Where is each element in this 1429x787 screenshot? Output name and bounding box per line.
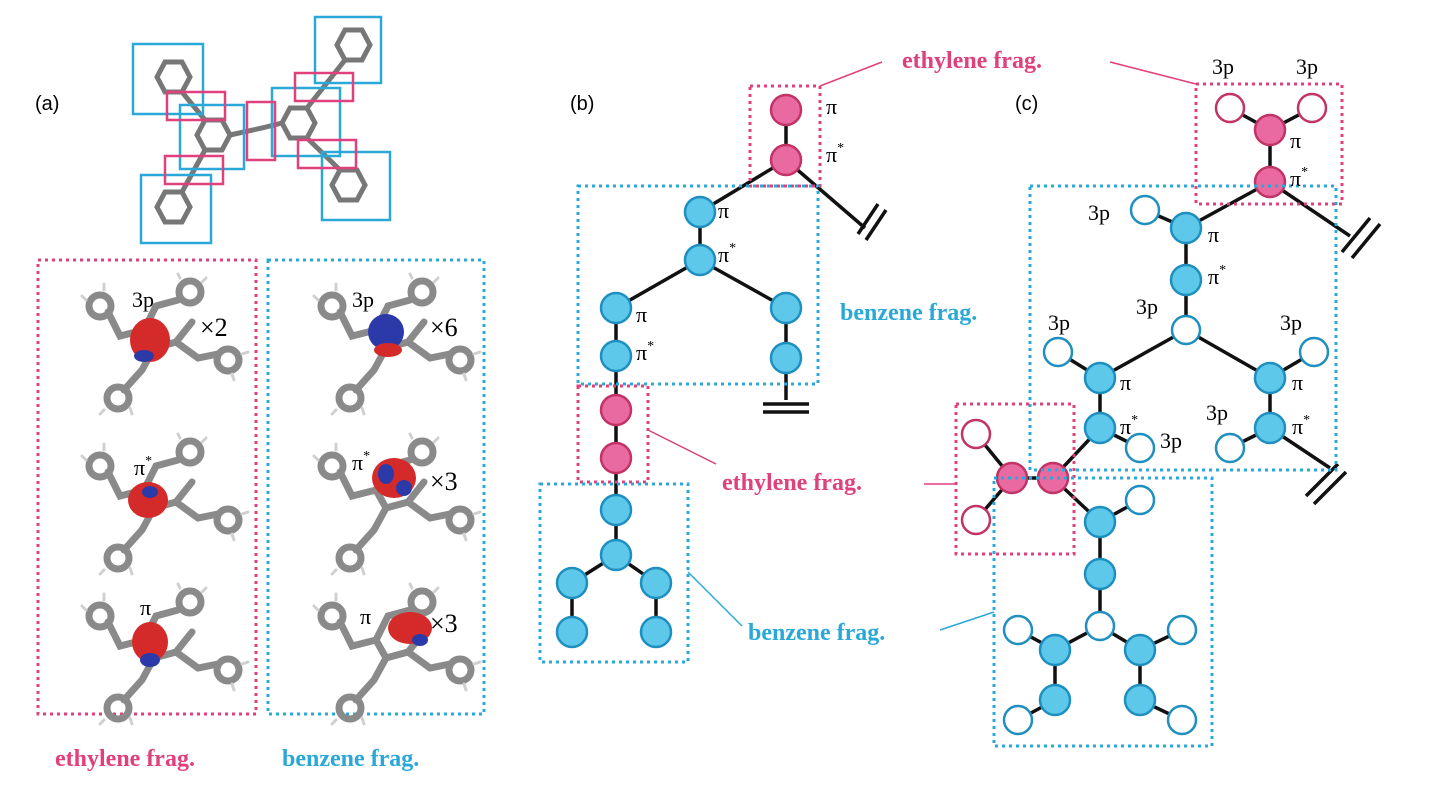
eth-3p-label: 3p	[132, 287, 154, 312]
c-pistar-2: π*	[1208, 263, 1226, 289]
benzene-pi-lobe	[388, 612, 432, 646]
panel-label-a: (a)	[35, 93, 59, 115]
c-pistar-4: π*	[1292, 413, 1310, 439]
ethylene-pi-molecule	[82, 584, 248, 724]
benzene-3p-sites-c	[1002, 194, 1330, 736]
b-pistar-2: π*	[718, 241, 736, 267]
ethylene-sites-c	[995, 113, 1287, 495]
ben-pistar-label: π*	[352, 449, 370, 475]
eth-callout-mid: ethylene frag.	[722, 470, 862, 496]
callout-lines	[647, 61, 1197, 631]
ethylene-pistar-lobe	[128, 482, 168, 518]
b-pi-1: π	[826, 94, 837, 119]
b-pi-2: π	[718, 198, 729, 223]
ben-callout-bottom: benzene frag.	[748, 620, 885, 646]
benzene-pistar-molecule	[314, 434, 480, 574]
ethylene-3p-lobe	[130, 318, 170, 362]
eth-caption-a: ethylene frag.	[55, 746, 195, 772]
eth-callout-top: ethylene frag.	[902, 48, 1042, 74]
c-3p-6: 3p	[1280, 310, 1302, 335]
ben-pistar-mult: ×3	[430, 467, 458, 496]
hexaphenyl-molecule	[154, 27, 373, 225]
ben-pi-label: π	[360, 604, 371, 629]
double-bond-marks-c	[1304, 216, 1382, 506]
ben-3p-label: 3p	[352, 287, 374, 312]
c-pi-2: π	[1208, 222, 1219, 247]
benzene-3p-lobe	[368, 314, 404, 357]
double-bond-marks-b	[763, 203, 888, 414]
c-pistar-3: π*	[1120, 413, 1138, 439]
c-3p-5: 3p	[1048, 310, 1070, 335]
c-3p-4: 3p	[1136, 294, 1158, 319]
c-3p-7: 3p	[1160, 428, 1182, 453]
eth-pi-label: π	[140, 595, 151, 620]
ethylene-3p-sites-c	[960, 92, 1328, 536]
b-pistar-1: π*	[826, 141, 844, 167]
ben-caption-a: benzene frag.	[282, 746, 419, 772]
c-pi-1: π	[1290, 128, 1301, 153]
panel-label-b: (b)	[570, 93, 594, 115]
ben-callout-mid: benzene frag.	[840, 300, 977, 326]
fragment-box-outlines	[131, 15, 392, 245]
c-3p-1: 3p	[1212, 54, 1234, 79]
eth-3p-mult: ×2	[200, 313, 228, 342]
benzene-pistar-lobe	[372, 458, 416, 498]
c-pistar-1: π*	[1290, 165, 1308, 191]
eth-pistar-label: π*	[134, 454, 152, 480]
b-pi-3: π	[636, 302, 647, 327]
ethylene-pi-lobe	[132, 622, 168, 667]
panel-label-c: (c)	[1015, 93, 1038, 115]
c-pi-3: π	[1120, 370, 1131, 395]
benzene-sites-c	[1038, 211, 1287, 717]
b-pistar-3: π*	[636, 339, 654, 365]
frag-boxes-c	[954, 82, 1344, 748]
c-3p-2: 3p	[1296, 54, 1318, 79]
ethylene-sites-b	[599, 93, 803, 475]
ben-3p-mult: ×6	[430, 313, 458, 342]
benzene-sites-b	[555, 195, 803, 649]
frag-boxes-b	[538, 84, 822, 664]
c-3p-8: 3p	[1206, 400, 1228, 425]
ben-pi-mult: ×3	[430, 609, 458, 638]
benzene-orbital-box	[266, 258, 486, 716]
benzene-pi-molecule	[314, 584, 480, 724]
c-pi-4: π	[1292, 370, 1303, 395]
c-3p-3: 3p	[1088, 200, 1110, 225]
